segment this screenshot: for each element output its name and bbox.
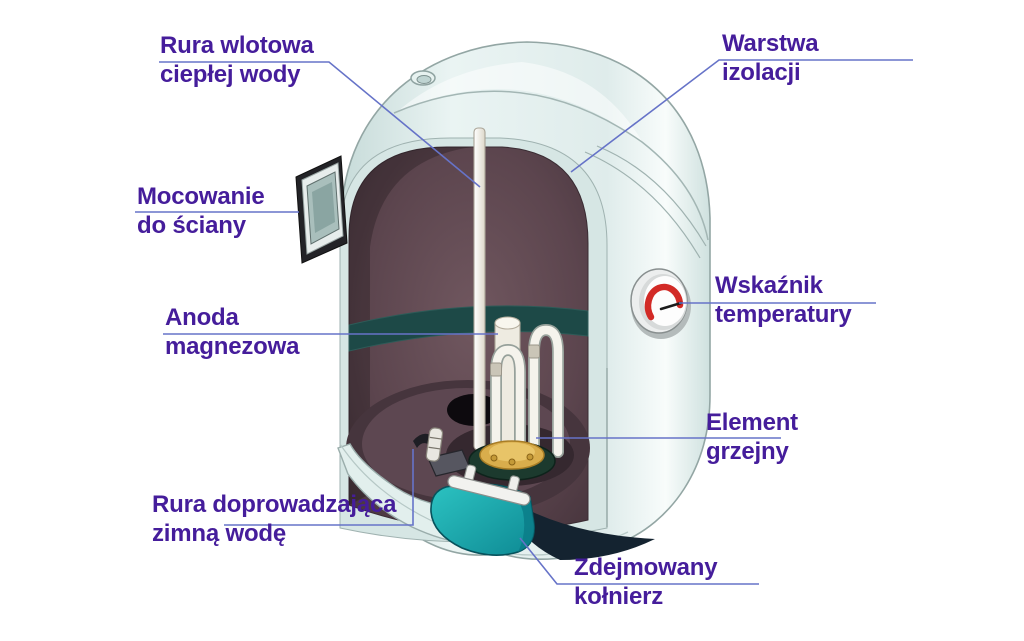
label-line: Element bbox=[706, 409, 798, 436]
label-line: Wskaźnik bbox=[715, 272, 823, 299]
label-line: ciepłej wody bbox=[160, 61, 301, 88]
wall-mount-bracket bbox=[295, 155, 348, 264]
label-zdejmowany-kolnierz: Zdejmowany kołnierz bbox=[574, 553, 718, 611]
hot-water-inlet-pipe bbox=[473, 127, 486, 451]
label-line: grzejny bbox=[706, 438, 789, 465]
dome-highlight bbox=[397, 62, 643, 143]
lid-seam bbox=[393, 90, 709, 241]
label-mocowanie-do-sciany: Mocowanie do ściany bbox=[137, 182, 265, 240]
leader-lines bbox=[135, 59, 913, 585]
under-tank-shadow bbox=[516, 505, 655, 560]
label-line: do ściany bbox=[137, 212, 246, 239]
label-anoda-magnezowa: Anoda magnezowa bbox=[165, 303, 299, 361]
temperature-gauge bbox=[630, 268, 691, 339]
label-line: izolacji bbox=[722, 59, 801, 86]
label-rura-wlotowa-cieplej-wody: Rura wlotowa ciepłej wody bbox=[160, 31, 314, 89]
label-line: Zdejmowany bbox=[574, 554, 718, 581]
water-band bbox=[348, 305, 589, 352]
label-rura-zimnej-wody: Rura doprowadzająca zimną wodę bbox=[152, 490, 396, 548]
label-line: Mocowanie bbox=[137, 183, 265, 210]
label-line: kołnierz bbox=[574, 583, 664, 610]
label-line: Rura doprowadzająca bbox=[152, 491, 397, 518]
label-element-grzejny: Element grzejny bbox=[706, 408, 798, 466]
label-warstwa-izolacji: Warstwa izolacji bbox=[722, 29, 819, 87]
element-flange bbox=[468, 440, 556, 481]
label-line: temperatury bbox=[715, 301, 852, 328]
cold-water-valve bbox=[413, 427, 471, 477]
heating-element bbox=[490, 323, 564, 458]
removable-collar bbox=[430, 464, 535, 556]
label-line: zimną wodę bbox=[152, 520, 287, 547]
label-line: Warstwa bbox=[722, 30, 819, 57]
label-line: magnezowa bbox=[165, 333, 300, 360]
label-line: Anoda bbox=[165, 304, 239, 331]
label-wskaznik-temperatury: Wskaźnik temperatury bbox=[715, 271, 852, 329]
label-line: Rura wlotowa bbox=[160, 32, 314, 59]
top-port-hole bbox=[410, 70, 436, 86]
